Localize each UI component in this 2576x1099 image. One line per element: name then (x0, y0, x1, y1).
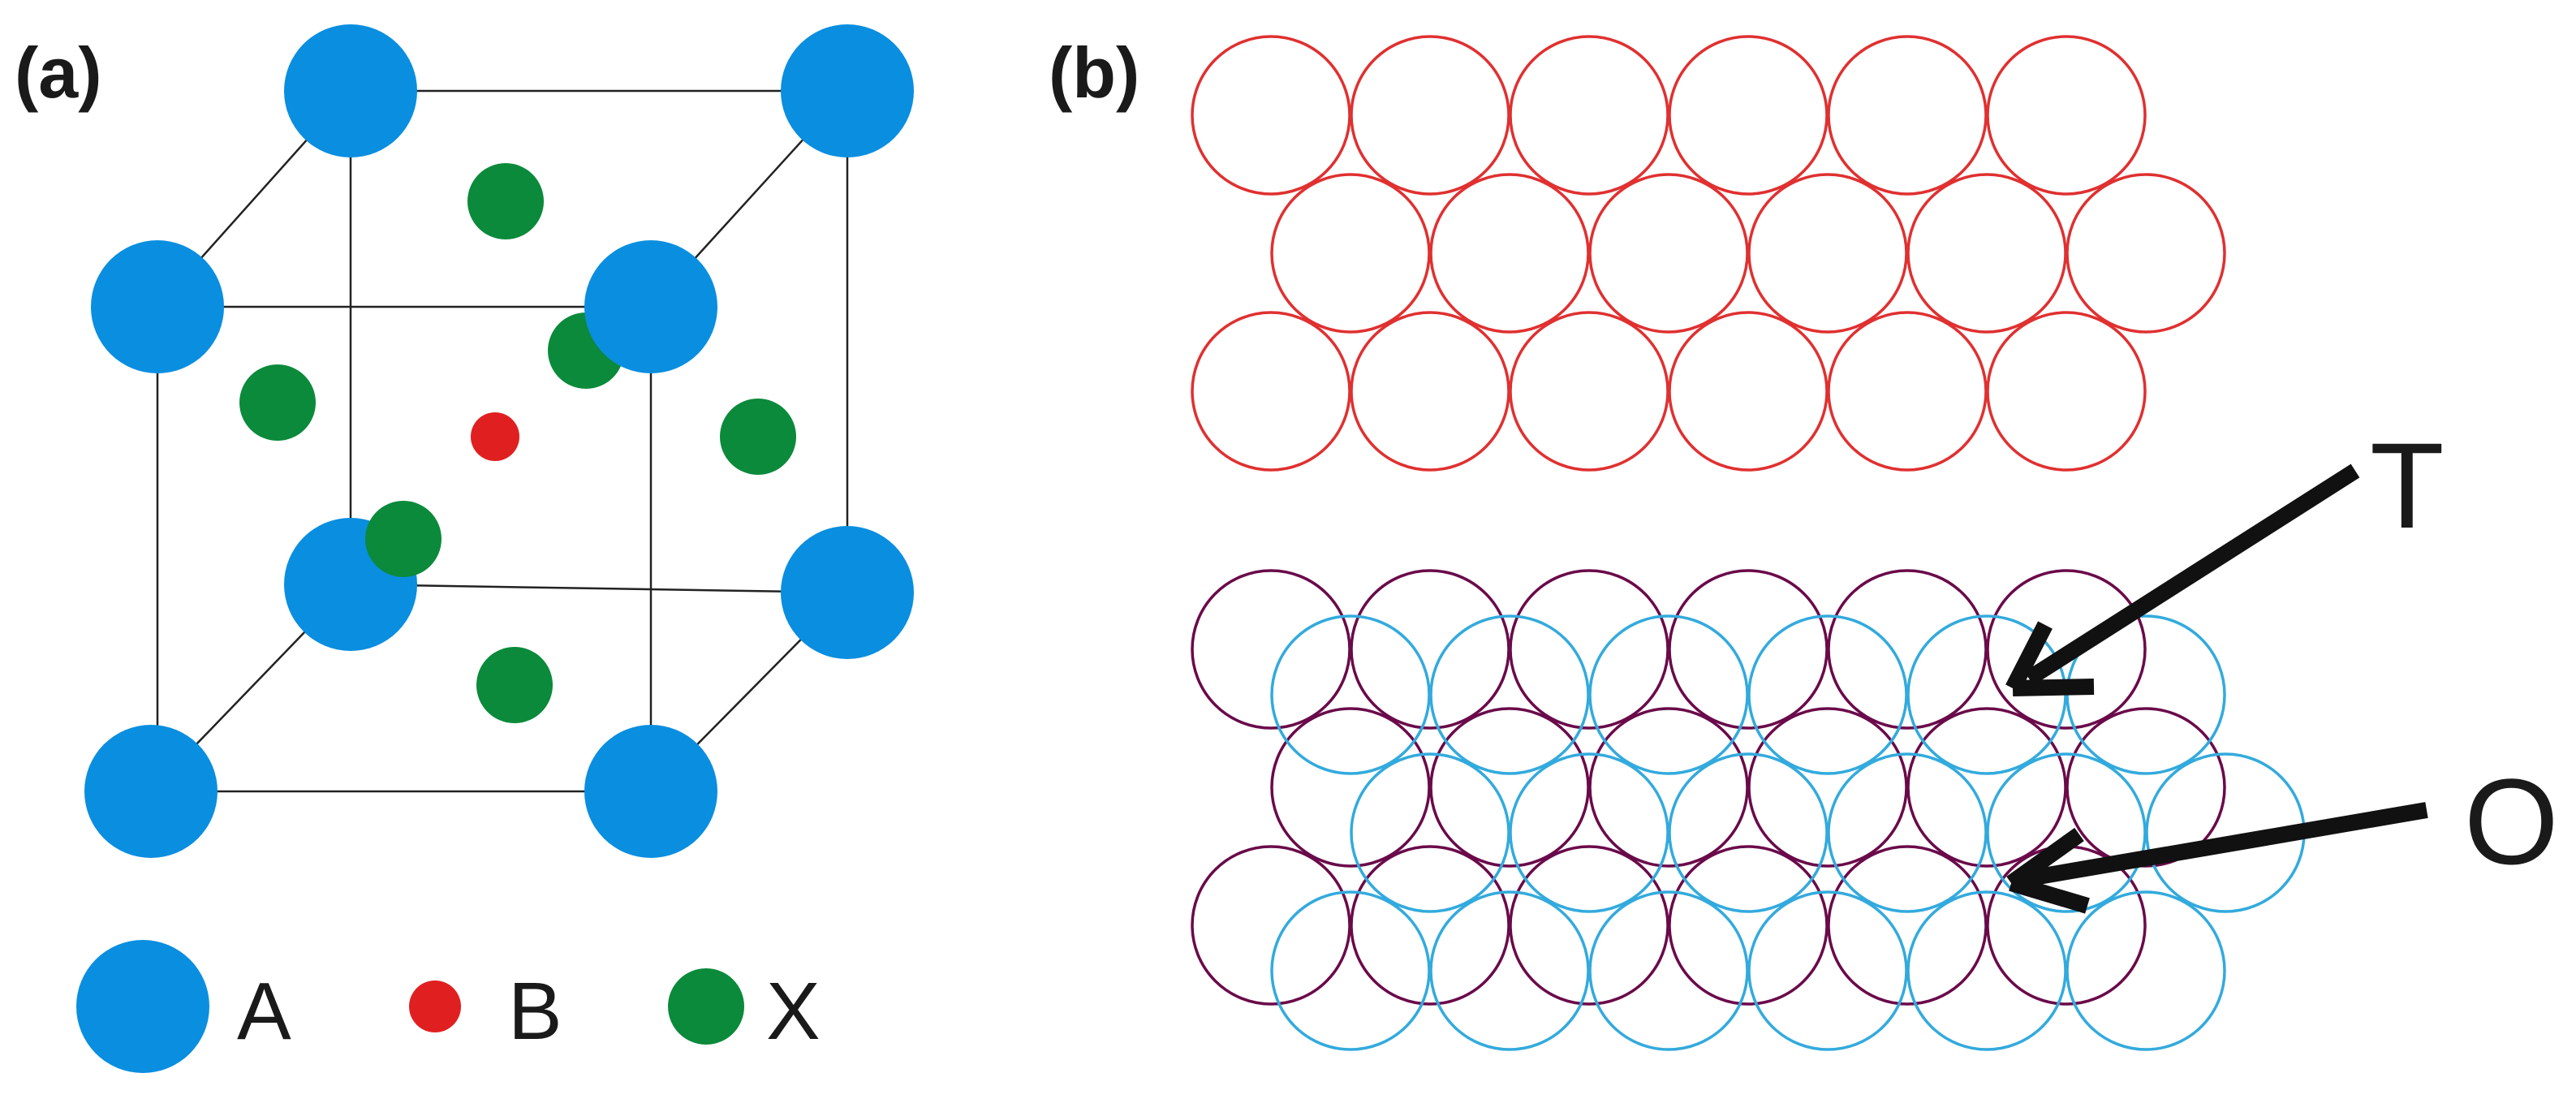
arrow-shaft (2024, 463, 2360, 686)
atom-outline (1747, 173, 1908, 334)
marker-label-t: T (2370, 417, 2445, 554)
top-layer-atom (1747, 614, 1908, 775)
bottom-layer-atom (1191, 569, 1351, 730)
atom-outline (1509, 311, 1669, 472)
atom-outline (1509, 35, 1669, 196)
atom-a (84, 725, 218, 858)
atom-x (467, 163, 544, 239)
top-layer-atom (2066, 890, 2226, 1051)
atom-outline (1986, 35, 2147, 196)
bottom-layer-atom (1509, 569, 1669, 730)
atom-outline (1827, 311, 1988, 472)
bottom-layer-atom (1509, 845, 1669, 1006)
bottom-layer-atom (1827, 569, 1988, 730)
atom-x (365, 501, 442, 577)
top-layer-atom (1429, 890, 1590, 1051)
legend: A B X (76, 940, 821, 1073)
bottom-layer-atom (1747, 707, 1908, 868)
legend-swatch-x (668, 968, 744, 1045)
top-layer-atom (1906, 890, 2067, 1051)
atom-a (284, 24, 417, 157)
atom-x (239, 364, 316, 441)
atom-outline (2066, 173, 2226, 334)
legend-swatch-b (409, 980, 461, 1032)
bottom-layer-atom (1986, 569, 2147, 730)
atom-outline (1827, 35, 1988, 196)
arrow-shaft (2027, 802, 2428, 886)
legend-label-b: B (508, 966, 562, 1057)
tetrahedral-site-arrow: T (2005, 417, 2445, 696)
atom-a (584, 240, 717, 373)
bottom-layer-atom (1668, 845, 1829, 1006)
bottom-layer-atom (1191, 845, 1351, 1006)
arrow-head (2006, 827, 2090, 914)
atom-outline (1906, 173, 2067, 334)
bottom-layer-atom (1588, 707, 1749, 868)
atom-outline (1270, 173, 1431, 334)
top-layer-atom (1350, 752, 1510, 913)
stacked-top-layer (1270, 614, 2306, 1051)
atom-outline (1588, 173, 1749, 334)
top-layer-atom (1509, 752, 1669, 913)
bottom-layer-atom (1350, 845, 1510, 1006)
top-layer-atom (1986, 752, 2147, 913)
atom-x (476, 647, 553, 723)
panel-b: (b) T O (1049, 32, 2559, 1051)
top-layer-atom (1668, 752, 1829, 913)
octahedral-site-arrow: O (2006, 753, 2559, 914)
top-layer-atom (1588, 890, 1749, 1051)
atom-outline (1429, 173, 1590, 334)
panel-b-label: (b) (1049, 32, 1139, 113)
atom-outline (1350, 35, 1510, 196)
atom-outline (1350, 311, 1510, 472)
top-layer-atom (1827, 752, 1988, 913)
atom-a (584, 725, 717, 858)
bottom-layer-atom (1270, 707, 1431, 868)
marker-label-o: O (2464, 753, 2559, 890)
bottom-layer-atom (1429, 707, 1590, 868)
atom-a (781, 526, 914, 659)
top-layer-atom (1270, 890, 1431, 1051)
bottom-layer-atom (1350, 569, 1510, 730)
panel-a: (a) (15, 24, 914, 1073)
top-layer-atom (1429, 614, 1590, 775)
bottom-layer-atom (1827, 845, 1988, 1006)
atom-outline (1668, 35, 1829, 196)
atom-a (91, 240, 224, 373)
bottom-layer-atom (1668, 569, 1829, 730)
atoms (84, 24, 914, 858)
legend-swatch-a (76, 940, 209, 1073)
top-layer-atom (1747, 890, 1908, 1051)
atom-x (720, 399, 796, 475)
stacked-bottom-layer (1191, 569, 2226, 1006)
legend-label-x: X (766, 966, 821, 1057)
cube-edge (350, 583, 848, 594)
atom-outline (1668, 311, 1829, 472)
panel-a-label: (a) (15, 32, 102, 113)
arrow-head (2005, 621, 2095, 696)
atom-outline (1986, 311, 2147, 472)
top-layer-atom (1588, 614, 1749, 775)
atom-b (471, 412, 519, 461)
atom-outline (1191, 35, 1351, 196)
single-close-packed-layer (1191, 35, 2226, 472)
atom-outline (1191, 311, 1351, 472)
atom-a (781, 24, 914, 157)
top-layer-atom (1270, 614, 1431, 775)
legend-label-a: A (237, 966, 291, 1057)
bottom-layer-atom (1906, 707, 2067, 868)
